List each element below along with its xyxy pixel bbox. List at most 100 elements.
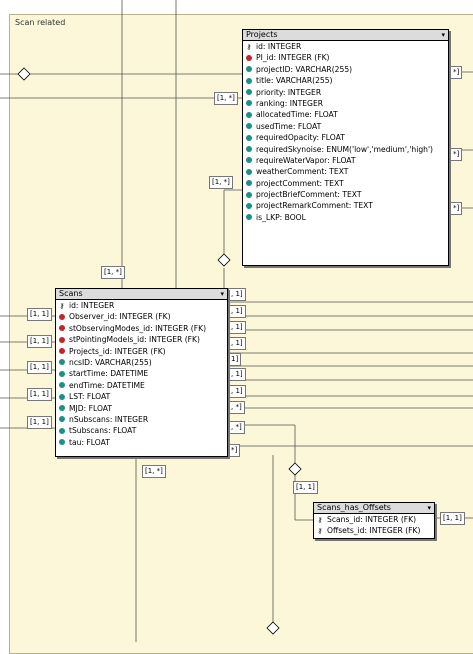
table-column-row[interactable]: usedTime: FLOAT bbox=[243, 121, 448, 132]
table-column-row[interactable]: requireWaterVapor: FLOAT bbox=[243, 155, 448, 166]
table-column-row[interactable]: requiredSkynoise: ENUM('low','medium','h… bbox=[243, 144, 448, 155]
table-column-row[interactable]: is_LKP: BOOL bbox=[243, 212, 448, 223]
column-icon bbox=[246, 77, 252, 84]
foreign-key-icon bbox=[59, 313, 65, 320]
table-column-row[interactable]: ⚷id: INTEGER bbox=[243, 41, 448, 52]
column-name: nSubscans: INTEGER bbox=[69, 414, 149, 424]
table-column-row[interactable]: PI_id: INTEGER (FK) bbox=[243, 52, 448, 63]
column-icon bbox=[59, 370, 65, 377]
table-column-row[interactable]: allocatedTime: FLOAT bbox=[243, 109, 448, 120]
column-name: id: INTEGER bbox=[256, 42, 302, 51]
column-name: LST: FLOAT bbox=[69, 392, 111, 402]
cardinality-label: , 1] bbox=[228, 305, 246, 318]
table-column-row[interactable]: endTime: DATETIME bbox=[56, 380, 227, 391]
table-title: Projects bbox=[246, 30, 278, 39]
foreign-key-icon bbox=[246, 54, 252, 61]
column-icon bbox=[59, 359, 65, 366]
column-name: weatherComment: TEXT bbox=[256, 167, 349, 177]
column-icon bbox=[59, 427, 65, 434]
table-column-row[interactable]: stPointingModels_id: INTEGER (FK) bbox=[56, 334, 227, 345]
cardinality-label: , 1] bbox=[228, 321, 246, 334]
cardinality-label: [1, *] bbox=[101, 266, 125, 279]
column-name: ranking: INTEGER bbox=[256, 98, 324, 108]
table-column-row[interactable]: projectBriefComment: TEXT bbox=[243, 189, 448, 200]
table-column-row[interactable]: projectID: VARCHAR(255) bbox=[243, 64, 448, 75]
table-column-row[interactable]: MJD: FLOAT bbox=[56, 403, 227, 414]
table-column-row[interactable]: stObservingModes_id: INTEGER (FK) bbox=[56, 323, 227, 334]
column-name: tau: FLOAT bbox=[69, 437, 110, 447]
table-column-row[interactable]: title: VARCHAR(255) bbox=[243, 75, 448, 86]
table-column-row[interactable]: ncsID: VARCHAR(255) bbox=[56, 357, 227, 368]
column-icon bbox=[59, 382, 65, 389]
chevron-down-icon[interactable]: ▾ bbox=[441, 31, 445, 39]
table-column-row[interactable]: projectComment: TEXT bbox=[243, 178, 448, 189]
table-column-row[interactable]: tSubscans: FLOAT bbox=[56, 425, 227, 436]
column-name: Offsets_id: INTEGER (FK) bbox=[327, 526, 421, 536]
cardinality-label: , 1] bbox=[228, 385, 246, 398]
table-header[interactable]: Scans ▾ bbox=[56, 289, 227, 300]
table-column-row[interactable]: Observer_id: INTEGER (FK) bbox=[56, 311, 227, 322]
column-name: requireWaterVapor: FLOAT bbox=[256, 155, 356, 165]
column-name: tSubscans: FLOAT bbox=[69, 426, 137, 436]
column-icon bbox=[246, 66, 252, 73]
column-name: Observer_id: INTEGER (FK) bbox=[69, 312, 171, 322]
foreign-key-icon bbox=[59, 325, 65, 332]
column-name: projectRemarkComment: TEXT bbox=[256, 201, 373, 211]
column-icon bbox=[59, 393, 65, 400]
column-name: PI_id: INTEGER (FK) bbox=[256, 53, 330, 63]
table-column-row[interactable]: nSubscans: INTEGER bbox=[56, 414, 227, 425]
table-scans-has-offsets[interactable]: Scans_has_Offsets ▾ ⚷ Scans_id: INTEGER (… bbox=[313, 502, 435, 539]
table-column-row[interactable]: requiredOpacity: FLOAT bbox=[243, 132, 448, 143]
column-name: MJD: FLOAT bbox=[69, 403, 113, 413]
table-column-row[interactable]: projectRemarkComment: TEXT bbox=[243, 200, 448, 211]
table-column-row[interactable]: ⚷Offsets_id: INTEGER (FK) bbox=[314, 525, 434, 536]
table-column-row[interactable]: startTime: DATETIME bbox=[56, 368, 227, 379]
cardinality-label: , *] bbox=[228, 401, 245, 414]
column-name: ncsID: VARCHAR(255) bbox=[69, 357, 152, 367]
cardinality-label: , 1] bbox=[228, 337, 246, 350]
column-icon bbox=[246, 111, 252, 118]
cardinality-label: [1, 1] bbox=[27, 308, 52, 321]
primary-key-icon: ⚷ bbox=[317, 516, 323, 524]
column-icon bbox=[246, 168, 252, 175]
chevron-down-icon[interactable]: ▾ bbox=[427, 504, 431, 512]
column-name: Scans_id: INTEGER (FK) bbox=[327, 515, 417, 524]
chevron-down-icon[interactable]: ▾ bbox=[220, 290, 224, 298]
table-column-row[interactable]: ⚷ Scans_id: INTEGER (FK) bbox=[314, 514, 434, 525]
table-title: Scans bbox=[59, 289, 83, 298]
column-icon bbox=[246, 157, 252, 164]
table-column-row[interactable]: priority: INTEGER bbox=[243, 87, 448, 98]
table-column-row[interactable]: ranking: INTEGER bbox=[243, 98, 448, 109]
column-name: allocatedTime: FLOAT bbox=[256, 110, 338, 120]
table-column-row[interactable]: ⚷id: INTEGER bbox=[56, 300, 227, 311]
table-column-row[interactable]: Projects_id: INTEGER (FK) bbox=[56, 346, 227, 357]
cardinality-label: [1, *] bbox=[214, 92, 238, 105]
cardinality-label: *] bbox=[450, 202, 463, 215]
foreign-key-icon bbox=[59, 348, 65, 355]
column-icon bbox=[59, 416, 65, 423]
column-icon bbox=[246, 134, 252, 141]
table-column-row[interactable]: tau: FLOAT bbox=[56, 437, 227, 448]
table-column-row[interactable]: LST: FLOAT bbox=[56, 391, 227, 402]
column-name: requiredOpacity: FLOAT bbox=[256, 133, 345, 143]
table-header[interactable]: Projects ▾ bbox=[243, 30, 448, 41]
cardinality-label: *] bbox=[450, 66, 463, 79]
table-header[interactable]: Scans_has_Offsets ▾ bbox=[314, 503, 434, 514]
column-icon bbox=[246, 191, 252, 198]
table-column-row[interactable]: weatherComment: TEXT bbox=[243, 166, 448, 177]
cardinality-label: , *] bbox=[228, 421, 245, 434]
column-icon bbox=[59, 405, 65, 412]
column-icon bbox=[246, 214, 252, 221]
column-name: projectID: VARCHAR(255) bbox=[256, 64, 353, 74]
column-name: startTime: DATETIME bbox=[69, 369, 149, 379]
region-label: Scan related bbox=[15, 18, 66, 27]
cardinality-label: , 1] bbox=[228, 368, 246, 381]
column-icon bbox=[59, 439, 65, 446]
cardinality-label: [1, 1] bbox=[27, 416, 52, 429]
cardinality-label: [1, 1] bbox=[293, 481, 318, 494]
